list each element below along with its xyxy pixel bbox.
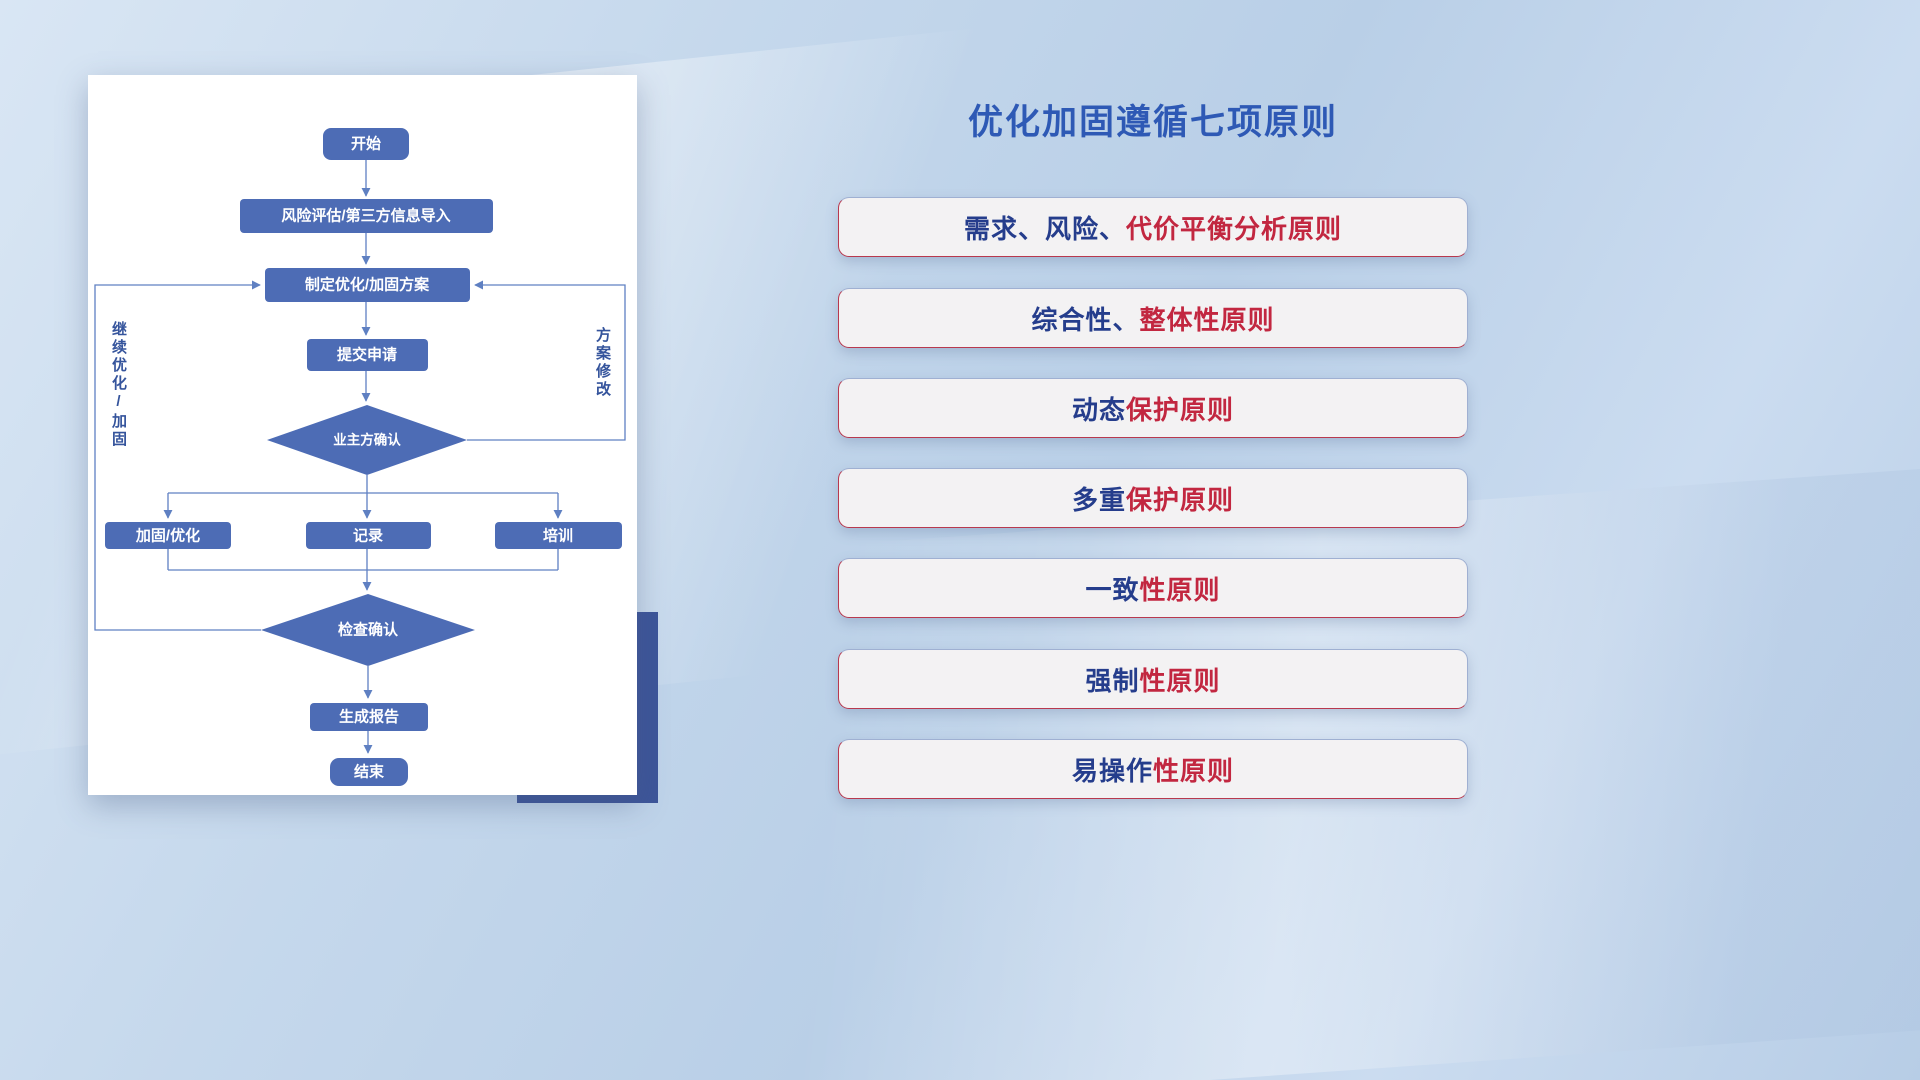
principle-pill-dynamic-protection: 动态保护原则: [838, 378, 1468, 438]
page-title: 优化加固遵循七项原则: [967, 103, 1338, 142]
principle-text-blue: 动态: [1071, 394, 1126, 425]
flow-node-report: 生成报告: [310, 703, 428, 731]
principle-text-red: 代价平衡分析原则: [1126, 213, 1343, 244]
principle-text-red: 保护原则: [1126, 484, 1235, 515]
principle-text-blue: 易操作: [1071, 755, 1153, 786]
principle-text-blue: 多重: [1071, 484, 1126, 515]
flow-node-check-confirm: 检查确认: [261, 594, 475, 666]
flowchart-diagram: 开始 风险评估/第三方信息导入 制定优化/加固方案 提交申请 业主方确认 加固/: [94, 128, 626, 786]
flow-node-make-plan: 制定优化/加固方案: [265, 268, 470, 302]
feedback-line-plan-revision: [467, 280, 626, 441]
principle-text-blue: 综合性、: [1031, 304, 1140, 335]
principle-text-red: 性原则: [1139, 665, 1221, 696]
plan-revision-label: 方案修改: [594, 327, 611, 399]
principle-text-red: 性原则: [1153, 755, 1235, 786]
flow-node-training: 培训: [495, 522, 622, 549]
principle-text-blue: 一致: [1085, 574, 1140, 605]
principle-text-red: 性原则: [1139, 574, 1221, 605]
flow-node-submit: 提交申请: [307, 339, 428, 371]
principle-pill-balance-analysis: 需求、风险、代价平衡分析原则: [838, 197, 1468, 257]
flow-node-start-label: 开始: [351, 135, 381, 153]
flow-node-start: 开始: [323, 128, 409, 160]
flow-node-owner-confirm-label: 业主方确认: [333, 432, 401, 448]
continue-optimize-label: 继续优化/加固: [110, 321, 127, 449]
principle-text-blue: 需求、风险、: [963, 213, 1126, 244]
flow-node-check-confirm-label: 检查确认: [338, 621, 399, 639]
principle-text-red: 保护原则: [1126, 394, 1235, 425]
flowchart-card: 开始 风险评估/第三方信息导入 制定优化/加固方案 提交申请 业主方确认 加固/: [88, 75, 637, 795]
flow-node-risk-import: 风险评估/第三方信息导入: [240, 199, 493, 233]
flow-node-harden-label: 加固/优化: [135, 527, 200, 545]
feedback-line-continue-optimize: [94, 280, 261, 631]
flow-node-submit-label: 提交申请: [337, 346, 397, 364]
flow-node-end: 结束: [330, 758, 408, 786]
principle-pill-consistency: 一致性原则: [838, 558, 1468, 618]
principle-text-red: 整体性原则: [1139, 304, 1275, 335]
principle-pill-operability: 易操作性原则: [838, 739, 1468, 799]
principle-text-blue: 强制: [1085, 665, 1140, 696]
principle-pill-multiple-protection: 多重保护原则: [838, 468, 1468, 528]
flow-node-record: 记录: [306, 522, 431, 549]
flow-connectors: [94, 160, 626, 754]
flow-node-make-plan-label: 制定优化/加固方案: [305, 276, 430, 294]
flow-node-record-label: 记录: [353, 528, 383, 545]
flow-node-owner-confirm: 业主方确认: [267, 405, 467, 475]
flow-node-end-label: 结束: [354, 763, 385, 781]
flow-node-training-label: 培训: [543, 527, 573, 545]
flow-node-report-label: 生成报告: [339, 708, 399, 726]
principle-pill-comprehensive: 综合性、整体性原则: [838, 288, 1468, 348]
flow-node-harden: 加固/优化: [105, 522, 231, 549]
principle-pill-mandatory: 强制性原则: [838, 649, 1468, 709]
flow-node-risk-import-label: 风险评估/第三方信息导入: [281, 207, 450, 225]
